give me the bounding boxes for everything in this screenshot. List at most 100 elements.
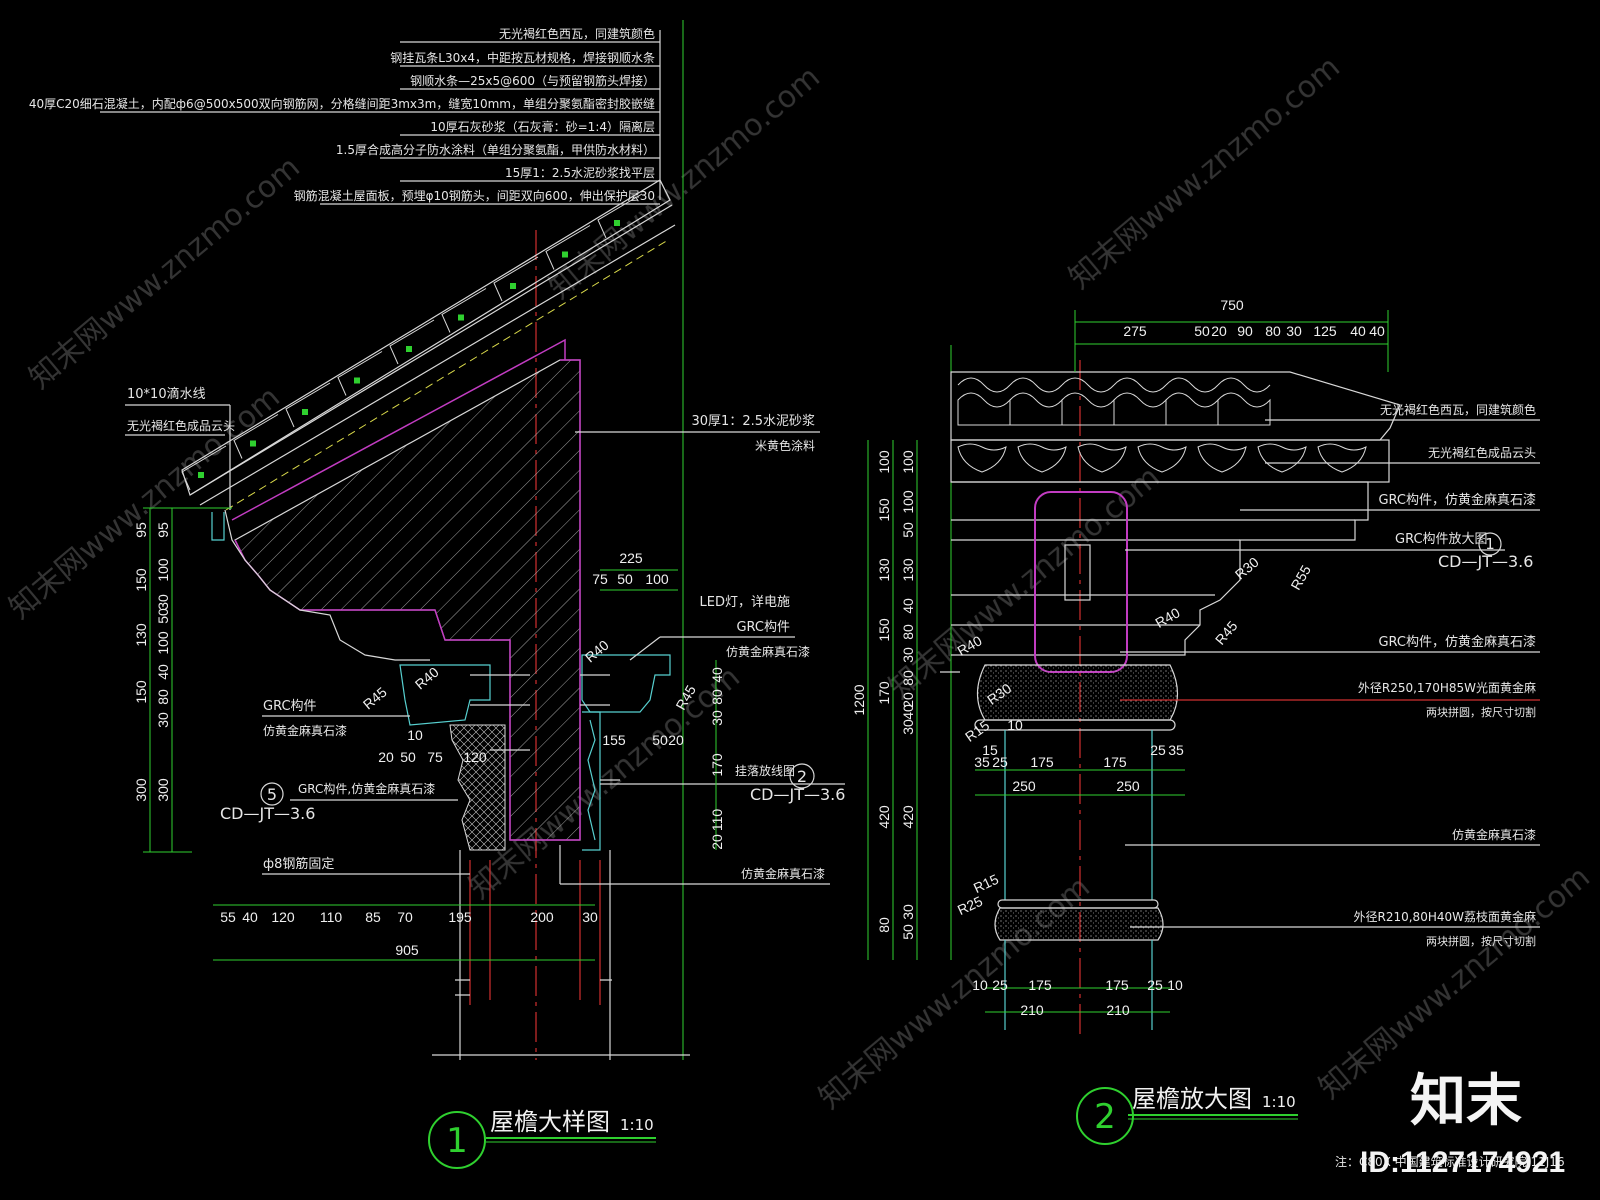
title-circle (428, 1111, 486, 1169)
ref-number-1: 1 (1485, 535, 1495, 553)
dim-r-top-9: 40 (1369, 323, 1385, 339)
tile-scallop (1009, 392, 1063, 426)
dim-r-outer-7: 80 (876, 917, 892, 933)
dim-r-outer-3: 130 (876, 558, 892, 582)
grc-component-crosshatch (449, 724, 506, 851)
capital-ring (974, 719, 1176, 731)
tile-clip (250, 440, 256, 447)
dim-mid-1: 10 (407, 727, 423, 743)
cloud-head-band (950, 439, 1390, 483)
tile-ridge (337, 351, 383, 396)
note-batten: 钢挂瓦条L30x4，中距按瓦材规格，焊接钢顺水条 (390, 50, 655, 65)
dim-r-mid-1: 15 (982, 742, 998, 758)
dim-r-inner-7: 30 (900, 647, 916, 663)
label-grc-left: GRC构件 (263, 699, 317, 714)
dim-right-v-4: 170 (709, 753, 725, 777)
dim-r-top-8: 40 (1350, 323, 1366, 339)
ref-code-1: CD—JT—3.6 (1438, 552, 1533, 571)
watermark-text: 知末网www.znzmo.com (23, 150, 307, 396)
dim-left-outer-3: 130 (133, 623, 149, 647)
waterproof-line (560, 359, 581, 840)
roof-slab-section (234, 359, 581, 841)
left-dimensions: 95 150 130 150 300 95 100 30 50 100 40 8… (133, 507, 725, 961)
dim-r-inner-2: 100 (900, 490, 916, 514)
dim-r-bot-3: 175 (1028, 977, 1052, 993)
dim-left-inner-9: 300 (155, 778, 171, 802)
tile-scallop (957, 392, 1011, 426)
dim-top-sub-2: 50 (617, 571, 633, 587)
dim-r-inner-5: 40 (900, 598, 916, 614)
leader (629, 636, 661, 661)
tile-clip (406, 346, 412, 352)
dim-right-v-3: 30 (709, 710, 725, 726)
dim-r-top-6: 30 (1286, 323, 1302, 339)
cloud-scallop (1077, 443, 1127, 473)
left-title-block: 1 屋檐大样图 1:10 (428, 1108, 656, 1169)
radius-r45: R45 (1212, 618, 1241, 648)
tile-band (950, 371, 1401, 441)
dim-top-sub-3: 100 (645, 571, 669, 587)
dim-total: 905 (395, 942, 419, 958)
tile-clip (354, 377, 360, 384)
dim-r-inner-11: 30 (900, 719, 916, 735)
tile-ridge (233, 414, 279, 459)
footer-note: 注：C80X 中国建筑标准设计研究院 11J16 (1335, 1154, 1565, 1169)
dim-r-top-3: 20 (1211, 323, 1227, 339)
note-base-stone: 外径R210,80H40W荔枝面黄金麻 (1354, 909, 1537, 924)
dim-r-outer-4: 150 (876, 618, 892, 642)
dim-left-outer-2: 150 (133, 568, 149, 592)
tile-clip (510, 283, 516, 289)
label-plaster: 30厚1：2.5水泥砂浆 (692, 414, 816, 429)
roof-tiles (181, 179, 676, 506)
title-number: 2 (1094, 1097, 1116, 1137)
note-tile: 无光褐红色西瓦，同建筑颜色 (499, 26, 655, 41)
dim-r-inner-6: 80 (900, 624, 916, 640)
left-detail-drawing (181, 20, 690, 1060)
dim-right-v-2: 80 (709, 689, 725, 705)
dim-r-outer-6: 420 (876, 805, 892, 829)
right-material-notes: 无光褐红色西瓦，同建筑颜色 无光褐红色成品云头 GRC构件，仿黄金麻真石漆 GR… (1120, 402, 1540, 948)
note-underlines (100, 41, 660, 205)
label-paint: 米黄色涂料 (755, 438, 815, 453)
dim-r-mid-5: 175 (1103, 754, 1127, 770)
dim-r-bot-5: 25 (1147, 977, 1163, 993)
dim-r-inner-14: 50 (900, 924, 916, 940)
note-slab: 钢筋混凝土屋面板，预埋φ10钢筋头，间距双向600，伸出保护层30 (294, 188, 655, 203)
column-base (455, 979, 612, 996)
dim-bottom-5: 85 (365, 909, 381, 925)
tile-scallop (1217, 377, 1271, 393)
dim-r-inner-10: 40 (900, 704, 916, 720)
fixture (1064, 544, 1091, 601)
cloud-scallop (1197, 443, 1247, 473)
dim-r-bot-4: 175 (1105, 977, 1129, 993)
dim-bottom-9: 30 (582, 909, 598, 925)
dim-left-inner-4: 50 (155, 608, 171, 624)
label-enlarge: 挂落放线图 (735, 763, 795, 778)
dim-bottom-7: 195 (448, 909, 472, 925)
radius-r15-b: R15 (971, 871, 1001, 896)
label-stone-paint-right: 仿黄金麻真石漆 (726, 644, 810, 659)
radius-r45-left: R45 (360, 684, 390, 713)
dim-r-outer-1: 100 (876, 450, 892, 474)
dim-right-v-1: 40 (709, 667, 725, 683)
dim-mid-3: 50 (400, 749, 416, 765)
dim-r-top-5: 80 (1265, 323, 1281, 339)
title-text: 屋檐大样图 (490, 1108, 610, 1136)
note-counter-batten: 钢顺水条—25x5@600（与预留钢筋头焊接） (410, 73, 655, 88)
dim-r-bot-6: 10 (1167, 977, 1183, 993)
dim-r-bot-2: 25 (992, 977, 1008, 993)
dim-bottom-2: 40 (242, 909, 258, 925)
radius-r40: R40 (1152, 604, 1182, 631)
dim-r-top-4: 90 (1237, 323, 1253, 339)
label-stone-paint-bottom: 仿黄金麻真石漆 (741, 866, 825, 881)
cloud-scallop (1017, 443, 1067, 473)
dim-r-outer-2: 150 (876, 498, 892, 522)
tile-scallop (1113, 377, 1167, 393)
radius-r30: R30 (1232, 554, 1262, 583)
tile-clip (198, 472, 204, 478)
dim-right-v-5: 110 (709, 809, 725, 832)
tile-scallop (1061, 392, 1115, 426)
dim-mid-4: 75 (427, 749, 443, 765)
tile-ridge (545, 225, 591, 270)
anchor-bars (470, 674, 620, 781)
